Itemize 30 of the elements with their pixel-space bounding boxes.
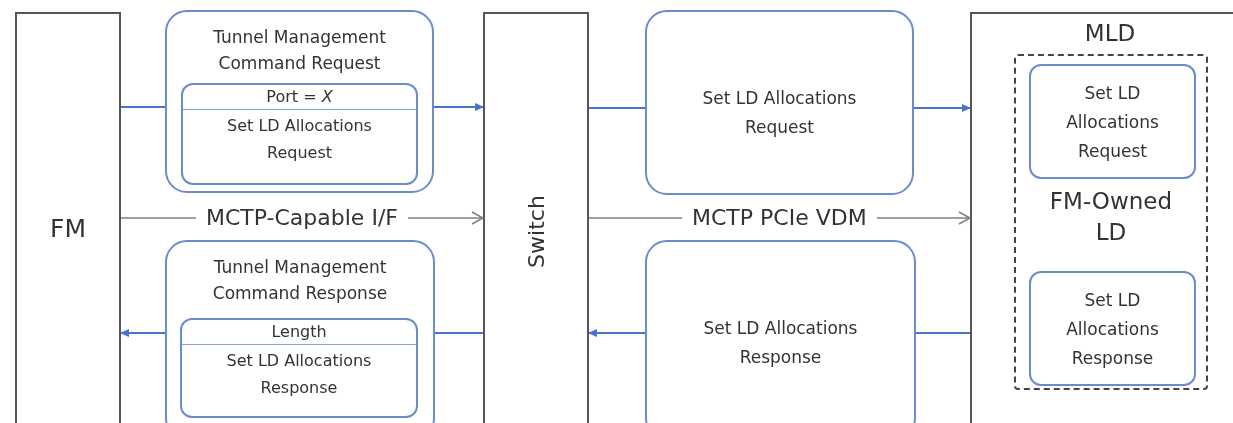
field-label: Length	[182, 320, 416, 345]
device-box	[970, 12, 1233, 423]
arrow	[120, 329, 166, 337]
arrow	[588, 329, 646, 337]
box-label: MLD	[1083, 19, 1137, 47]
box-label: Set LD Allocations Request	[701, 87, 858, 139]
message-box	[165, 240, 435, 423]
message-box	[1029, 64, 1196, 179]
arrow	[913, 104, 971, 112]
box-label: Set LD Allocations Response	[225, 350, 373, 399]
component-box	[483, 12, 589, 423]
box-label: Set LD Allocations Response	[702, 317, 859, 369]
box-label: Set LD Allocations Request	[1065, 82, 1160, 163]
box-label: Set LD Allocations Response	[1065, 289, 1160, 370]
logical-device-box	[1014, 54, 1208, 390]
box-label: Set LD Allocations Request	[226, 115, 373, 164]
component-box	[15, 12, 121, 423]
message-box	[645, 240, 916, 423]
box-label: Tunnel Management Command Request	[212, 26, 387, 75]
message-box	[645, 10, 914, 195]
box-label: FM-Owned LD	[1048, 187, 1174, 247]
arrow	[433, 103, 484, 111]
payload-box	[180, 318, 418, 418]
box-label: Switch	[522, 195, 550, 268]
field-label: Port = X	[183, 85, 416, 110]
box-label: FM	[49, 214, 87, 243]
payload-box	[181, 83, 418, 185]
message-box	[1029, 271, 1196, 386]
box-label: Tunnel Management Command Response	[211, 256, 389, 305]
message-box	[165, 10, 434, 193]
